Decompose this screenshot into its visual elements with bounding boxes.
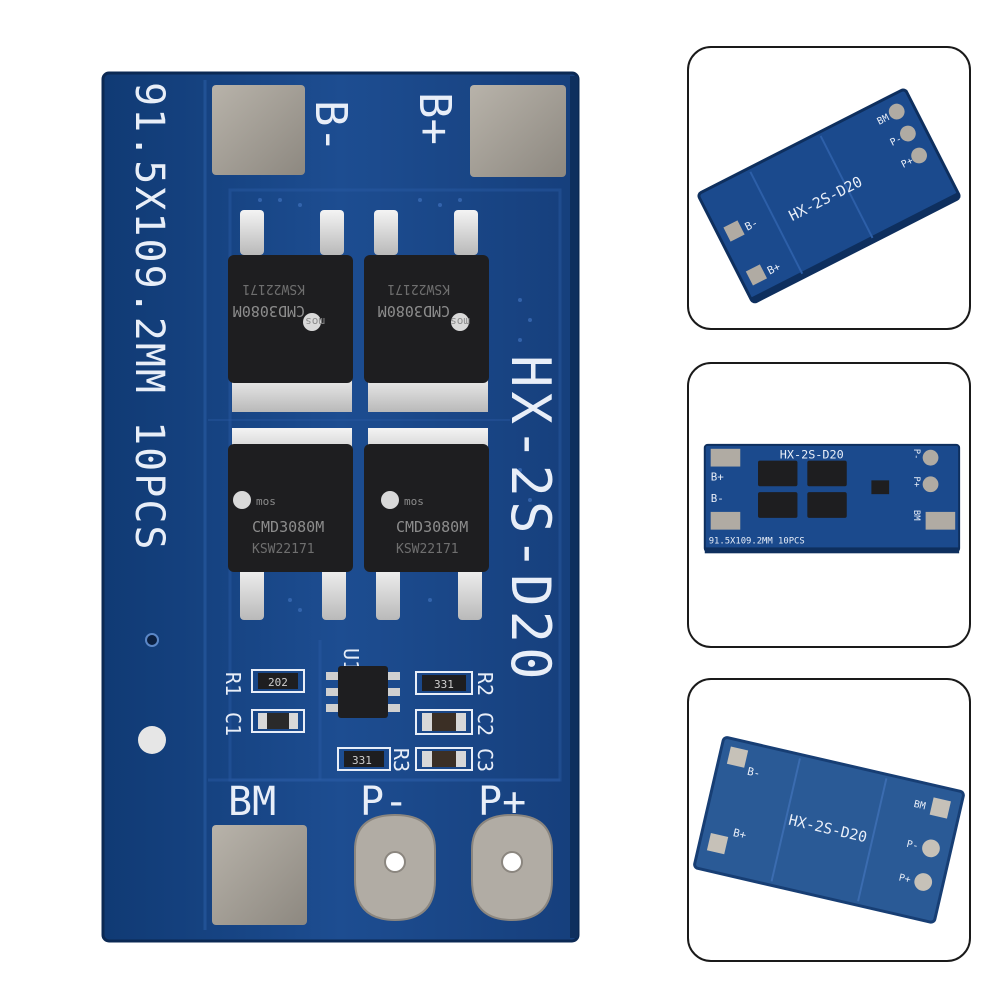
capacitor-c1: C1 (221, 709, 305, 736)
ic-u1: U1 (326, 648, 400, 718)
thumbnail-frame-2[interactable]: HX-2S-D20 B+ B- BM P- P+ 91.5X109.2MM 10… (687, 362, 971, 648)
thumb-b-minus: B- (746, 765, 762, 781)
mosfet-chip-4: CMD3080M KSW22171 mos (364, 428, 489, 620)
b-plus-label: B+ (409, 92, 460, 145)
chip-brand: mos (256, 495, 276, 508)
capacitor-c2: C2 (415, 709, 497, 736)
via-hole (138, 726, 166, 754)
chip-marking: CMD3080M (233, 302, 305, 320)
chip-brand: mos (450, 315, 470, 328)
thumb-p-minus: P- (888, 134, 904, 149)
chip-marking: CMD3080M (252, 518, 324, 536)
mosfet-chip-3: CMD3080M KSW22171 mos (228, 428, 353, 620)
thumb-bm: BM (913, 799, 927, 812)
thumb-p-plus: P+ (898, 872, 912, 885)
thumb-b-plus: B+ (711, 470, 725, 483)
thumbnail-board-photo: HX-2S-D20 B- B+ BM P- P+ (693, 736, 965, 924)
thumb-b-minus: B- (711, 492, 724, 505)
mosfet-chip-2: CMD3080M KSW22171 mos (364, 210, 489, 412)
main-board-photo: 91.5X109.2MM 10PCS HX-2S-D20 B- B+ BM P-… (101, 71, 580, 943)
thumb-p-minus: P- (911, 449, 921, 460)
svg-text:R3: R3 (389, 748, 413, 772)
b-plus-pad (470, 85, 566, 177)
thumbnail-frame-3[interactable]: HX-2S-D20 B- B+ BM P- P+ (687, 678, 971, 962)
thumb-model-label: HX-2S-D20 (780, 448, 844, 462)
resistor-r2: 331 R2 (415, 671, 497, 696)
p-minus-pad (354, 813, 436, 922)
bm-label: BM (228, 779, 276, 825)
thumb-p-plus: P+ (900, 155, 916, 170)
chip-marking: CMD3080M (378, 302, 450, 320)
bm-pad (212, 825, 307, 925)
p-plus-pad (471, 813, 553, 922)
chip-brand: mos (404, 495, 424, 508)
thumbnail-board-photo: HX-2S-D20 B+ B- BM P- P+ 91.5X109.2MM 10… (703, 443, 961, 554)
mosfet-chip-1: CMD3080M KSW22171 mos (228, 210, 353, 412)
thumb-side-text: 91.5X109.2MM 10PCS (709, 536, 805, 546)
svg-text:202: 202 (268, 676, 288, 689)
b-minus-pad (212, 85, 305, 175)
svg-text:331: 331 (352, 754, 372, 767)
chip-marking: KSW22171 (396, 542, 459, 557)
via-hole (145, 633, 159, 647)
svg-text:C3: C3 (473, 748, 497, 772)
capacitor-c3: C3 (415, 747, 497, 772)
thumb-bm: BM (876, 112, 892, 127)
svg-text:331: 331 (434, 678, 454, 691)
b-minus-label: B- (305, 100, 356, 153)
thumbnail-frame-1[interactable]: HX-2S-D20 B- B+ BM P- P+ (687, 46, 971, 330)
svg-text:C1: C1 (221, 712, 245, 736)
thumb-b-minus: B- (743, 216, 761, 234)
side-dimension-text: 91.5X109.2MM 10PCS (126, 82, 172, 551)
chip-marking: KSW22171 (252, 542, 315, 557)
svg-text:C2: C2 (473, 712, 497, 736)
chip-marking: CMD3080M (396, 518, 468, 536)
chip-marking: KSW22171 (242, 281, 305, 296)
thumb-p-plus: P+ (911, 476, 921, 487)
thumbnail-board-photo: HX-2S-D20 B- B+ BM P- P+ (697, 88, 961, 304)
thumb-b-plus: B+ (765, 260, 783, 278)
thumb-b-plus: B+ (732, 826, 748, 842)
chip-marking: KSW22171 (387, 281, 450, 296)
thumb-bm: BM (911, 510, 921, 521)
svg-text:R1: R1 (221, 672, 245, 696)
model-label: HX-2S-D20 (499, 355, 562, 684)
chip-brand: mos (305, 315, 325, 328)
thumb-p-minus: P- (905, 839, 919, 852)
resistor-r3: 331 R3 (337, 747, 413, 772)
resistor-r1: 202 R1 (221, 669, 305, 696)
svg-text:R2: R2 (473, 672, 497, 696)
